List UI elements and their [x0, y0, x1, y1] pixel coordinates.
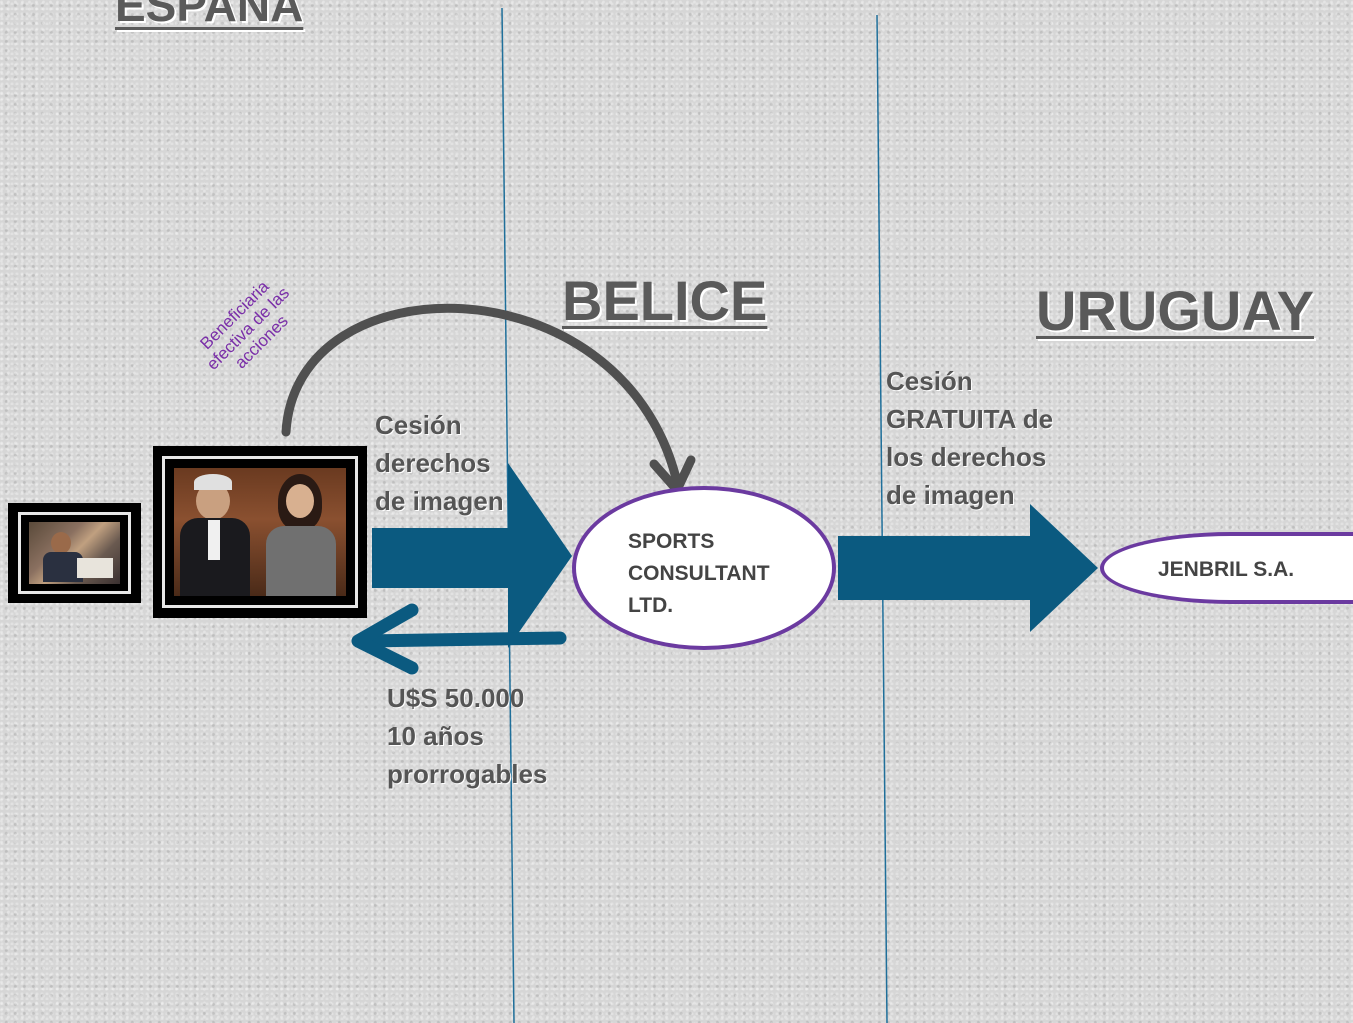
sports-consultant-line: LTD.	[628, 594, 674, 617]
cesion-derechos-line: Cesión	[375, 410, 462, 440]
cesion-gratuita-line: GRATUITA de	[886, 404, 1054, 434]
cesion-gratuita-line: Cesión	[886, 366, 973, 396]
photo-large	[153, 446, 367, 618]
cesion-derechos-arrow	[372, 463, 572, 648]
cesion-gratuita-line: de imagen	[886, 480, 1015, 510]
payment-label: U$S 50.000 10 años prorrogables	[387, 679, 547, 793]
jenbril-label: JENBRIL S.A.	[1158, 558, 1295, 581]
payment-line: prorrogables	[387, 759, 548, 789]
cesion-derechos-line: de imagen	[375, 486, 504, 516]
cesion-derechos-line: derechos	[375, 448, 491, 478]
cesion-gratuita-arrow	[838, 504, 1098, 632]
sports-consultant-line: CONSULTANT	[628, 562, 770, 585]
photo-large-image	[174, 468, 346, 596]
sports-consultant-line: SPORTS	[628, 530, 715, 553]
divider-belice-uruguay	[876, 14, 888, 1023]
heading-spain: ESPAÑA	[115, 0, 304, 31]
payment-line: 10 años	[387, 721, 484, 751]
payment-line: U$S 50.000	[387, 683, 525, 713]
sports-consultant-entity: SPORTS CONSULTANT LTD.	[572, 486, 836, 650]
jenbril-entity: JENBRIL S.A.	[1100, 532, 1353, 604]
photo-small-image	[29, 522, 120, 584]
payment-arrow	[351, 603, 567, 675]
photo-small	[8, 503, 141, 603]
cesion-gratuita-line: los derechos	[886, 442, 1047, 472]
cesion-gratuita-label: Cesión GRATUITA de los derechos de image…	[886, 362, 1053, 514]
heading-uruguay: URUGUAY	[1036, 279, 1314, 342]
heading-belice: BELICE	[562, 269, 768, 332]
cesion-derechos-label: Cesión derechos de imagen	[375, 406, 504, 520]
